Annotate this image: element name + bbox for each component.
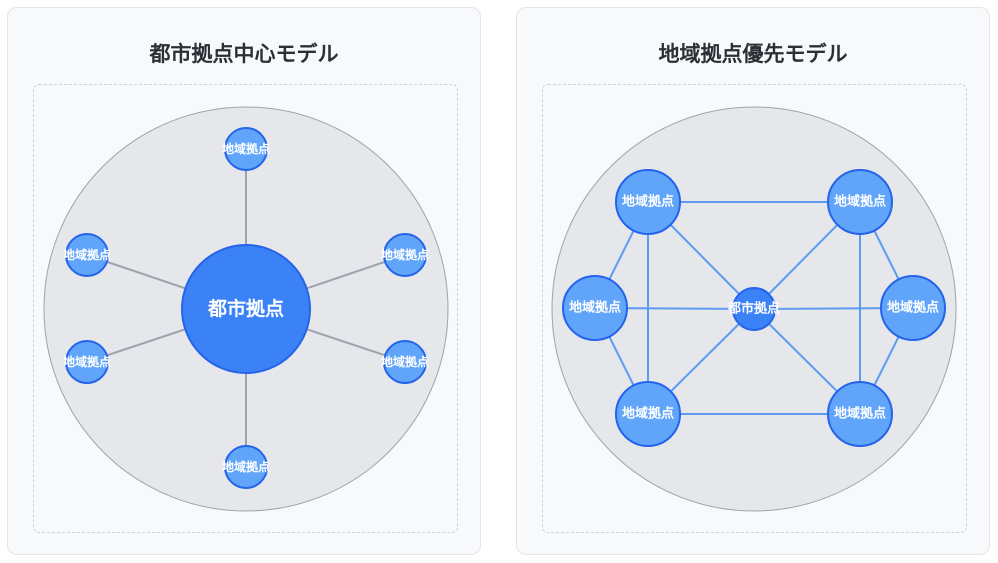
regional-node	[880, 275, 946, 341]
regional-node-label: 地域拠点	[381, 354, 429, 369]
city-node-label: 都市拠点	[207, 297, 284, 320]
regional-node-label: 地域拠点	[622, 194, 674, 210]
regional-node-label: 地域拠点	[63, 354, 111, 369]
regional-node-label: 地域拠点	[887, 300, 939, 316]
regional-node	[562, 275, 628, 341]
diagram-area	[33, 84, 458, 533]
regional-node-label: 地域拠点	[222, 459, 270, 474]
panel-title: 都市拠点中心モデル	[149, 42, 339, 66]
regional-node-label: 地域拠点	[63, 247, 111, 262]
regional-node	[615, 381, 681, 447]
regional-node-label: 地域拠点	[569, 300, 621, 316]
city-centered-model-panel: 都市拠点中心モデル 地域拠点地域拠点地域拠点地域拠点地域拠点地域拠点都市拠点	[7, 7, 481, 555]
diagram-area	[542, 84, 967, 533]
regional-node	[224, 445, 268, 489]
regional-node-label: 地域拠点	[222, 141, 270, 156]
regional-node	[615, 169, 681, 235]
regional-node-label: 地域拠点	[381, 247, 429, 262]
regional-priority-model-panel: 地域拠点優先モデル 地域拠点地域拠点地域拠点地域拠点地域拠点地域拠点都市拠点	[516, 7, 990, 555]
city-centered-diagram: 地域拠点地域拠点地域拠点地域拠点地域拠点地域拠点都市拠点	[43, 106, 449, 512]
regional-node-label: 地域拠点	[834, 194, 886, 210]
regional-node	[827, 169, 893, 235]
regional-node	[383, 340, 427, 384]
regional-node	[65, 340, 109, 384]
regional-node-label: 地域拠点	[834, 406, 886, 422]
city-node	[732, 287, 776, 331]
panel-title: 地域拠点優先モデル	[658, 42, 848, 66]
city-node	[181, 244, 311, 374]
regional-node-label: 地域拠点	[622, 406, 674, 422]
regional-node	[65, 233, 109, 277]
regional-node	[383, 233, 427, 277]
regional-node	[827, 381, 893, 447]
regional-node	[224, 127, 268, 171]
city-node-label: 都市拠点	[727, 301, 780, 317]
